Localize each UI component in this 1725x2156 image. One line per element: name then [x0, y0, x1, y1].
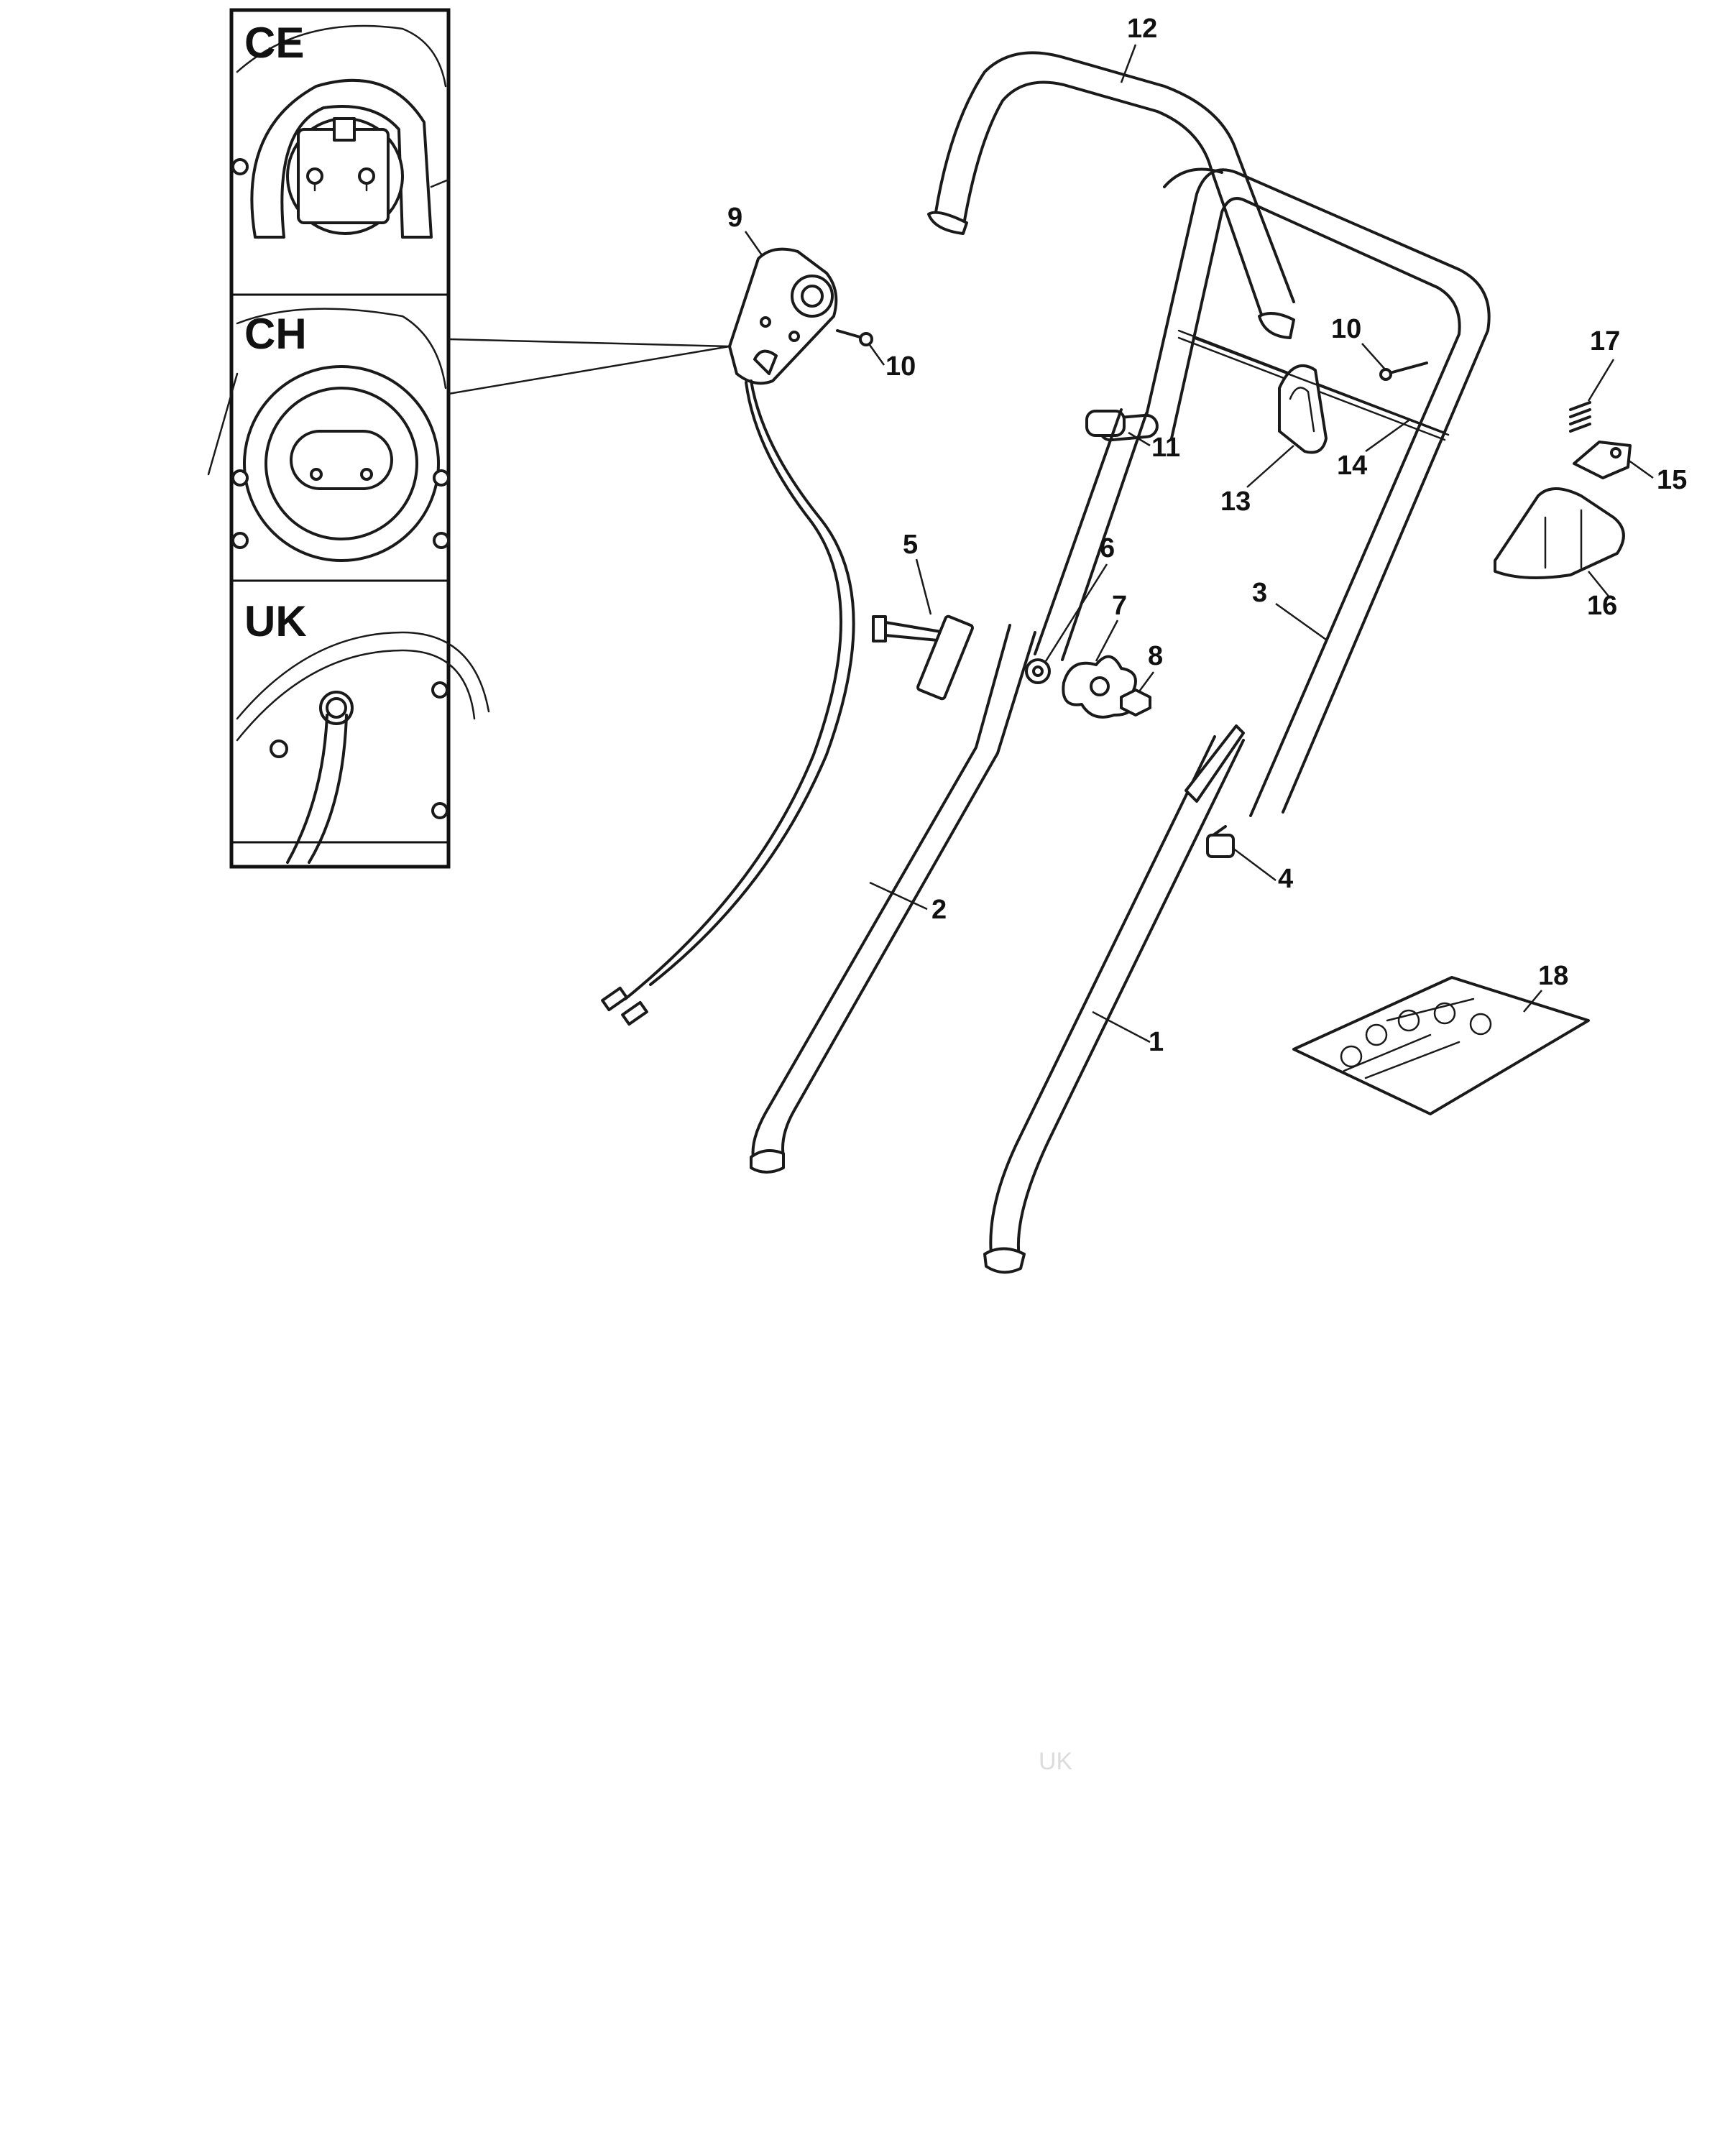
part-14-rod — [1192, 336, 1450, 436]
callout-8: 8 — [1148, 641, 1163, 671]
part-12-upper-handle — [927, 51, 1295, 339]
part-10-screw-left — [836, 329, 873, 346]
part-18-hardware-bag — [1292, 976, 1590, 1115]
part-9-switch-box — [728, 247, 838, 385]
part-6-washer — [1025, 658, 1051, 684]
uk-plug-view: UK — [231, 597, 490, 864]
inset-label-ce: CE — [244, 19, 304, 67]
part-10-screw-right — [1379, 361, 1428, 381]
callout-18: 18 — [1538, 961, 1568, 991]
callout-6: 6 — [1100, 533, 1115, 563]
ce-plug-view: CE — [231, 19, 450, 239]
part-8-nut — [1120, 688, 1151, 717]
callout-9: 9 — [727, 203, 742, 233]
callout-2: 2 — [932, 895, 947, 925]
inset-label-uk: UK — [244, 597, 307, 645]
part-15-latch — [1573, 441, 1632, 479]
part-4-lock-screw — [1206, 825, 1235, 858]
callout-10-right: 10 — [1331, 314, 1361, 344]
callout-leaders — [744, 44, 1654, 1044]
callout-14: 14 — [1337, 451, 1367, 481]
power-cable — [601, 379, 855, 1026]
inset-label-ch: CH — [244, 310, 307, 358]
faint-uk-text: UK — [1039, 1748, 1073, 1775]
callout-12: 12 — [1127, 14, 1157, 44]
callout-1: 1 — [1149, 1027, 1164, 1057]
callout-numbers: 1 2 3 4 5 6 7 8 9 10 10 11 12 13 14 15 1… — [727, 14, 1687, 1057]
part-3-upper-bar — [1098, 167, 1491, 817]
callout-3: 3 — [1252, 578, 1267, 608]
part-16-bracket — [1494, 487, 1625, 579]
callout-13: 13 — [1220, 487, 1251, 517]
callout-4: 4 — [1278, 864, 1293, 894]
callout-5: 5 — [903, 530, 918, 560]
part-17-spring — [1569, 401, 1591, 433]
callout-16: 16 — [1587, 591, 1617, 621]
callout-15: 15 — [1657, 465, 1687, 495]
part-2-left-lower-bar — [750, 408, 1148, 1174]
part-13-cable-guide — [1278, 364, 1328, 454]
inset-leaders — [448, 338, 730, 395]
callout-10-left: 10 — [886, 351, 916, 382]
part-1-right-lower-bar — [983, 724, 1245, 1274]
plug-variants-inset: CE CH UK — [207, 8, 490, 869]
callout-11: 11 — [1151, 433, 1180, 463]
ch-plug-view: CH — [207, 308, 450, 562]
part-5-bolt — [872, 615, 947, 642]
callout-17: 17 — [1590, 326, 1620, 356]
callout-7: 7 — [1112, 591, 1127, 621]
